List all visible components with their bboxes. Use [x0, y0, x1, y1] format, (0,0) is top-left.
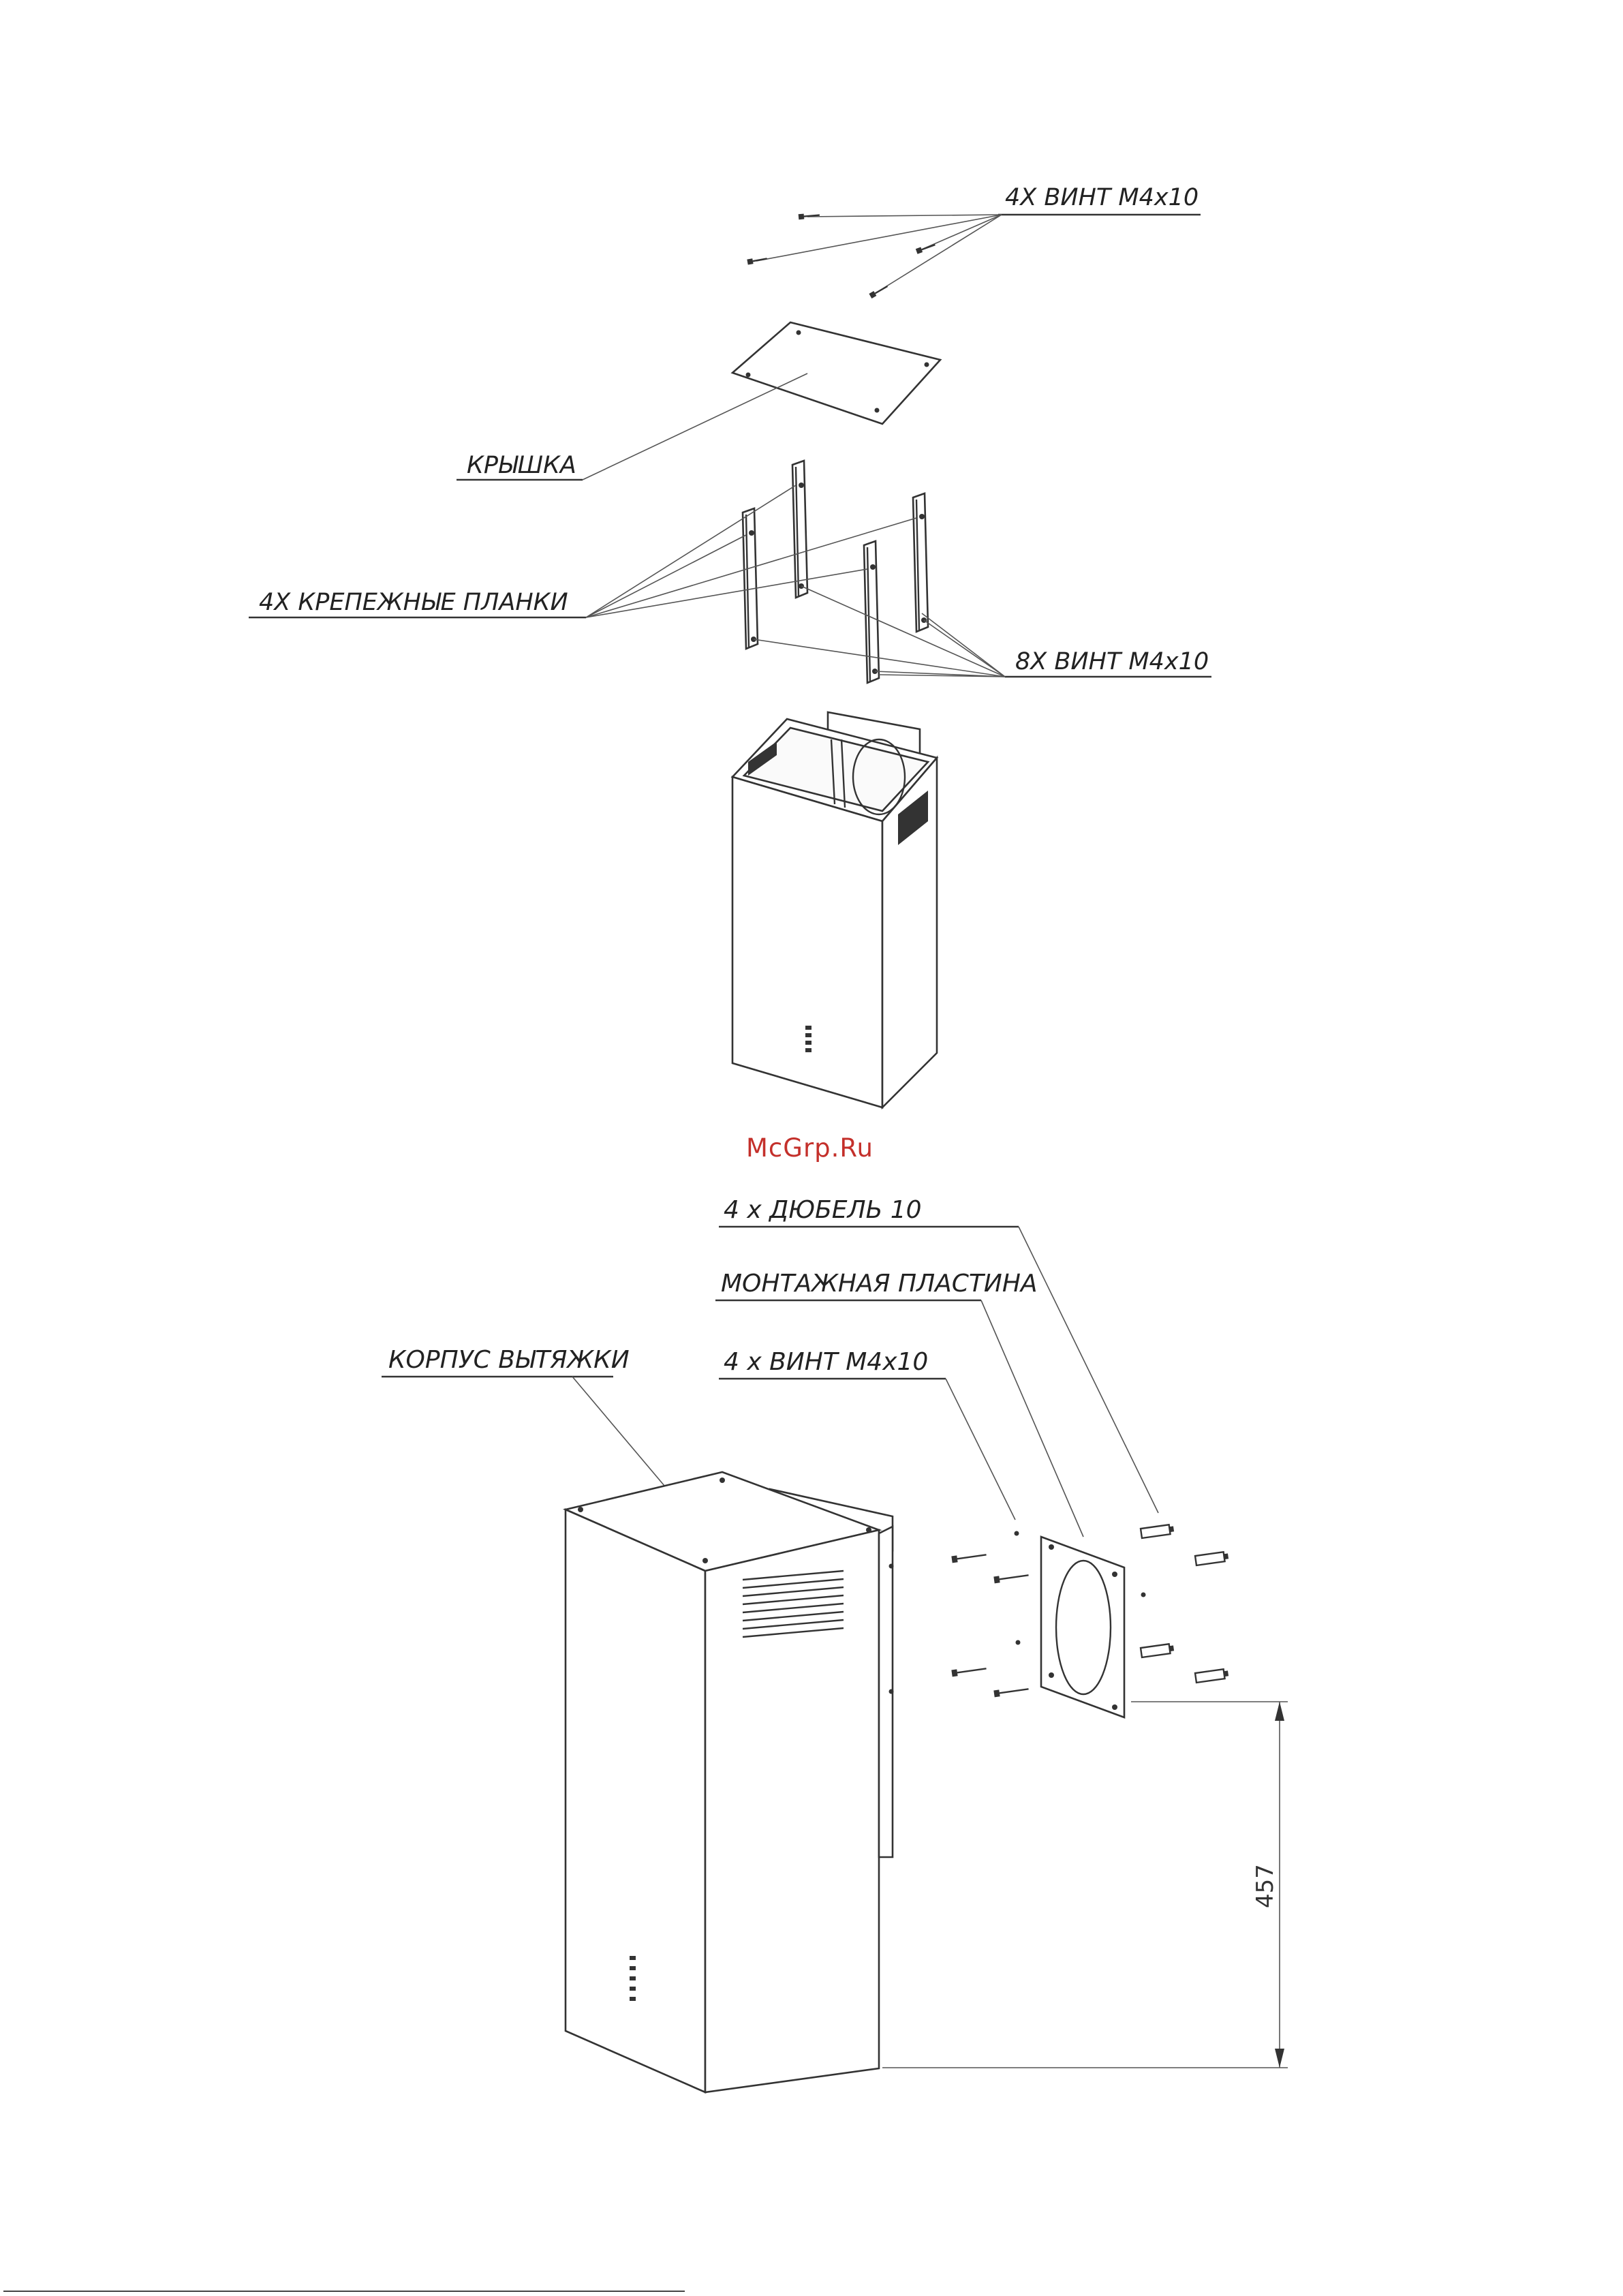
leader-line-hood-body [572, 1377, 664, 1486]
bracket-4 [864, 541, 879, 683]
leader-line-cover [583, 373, 807, 480]
label-screws-top: 4X ВИНТ М4x10 [1005, 184, 1199, 211]
top-assembly: 4X ВИНТ М4x10 КРЫШКА [249, 184, 1211, 1107]
bracket-2 [743, 508, 758, 649]
dimension-label: 457 [1252, 1864, 1279, 1908]
leader-line-mounting-plate [981, 1300, 1083, 1537]
label-mounting-plate: МОНТАЖНАЯ ПЛАСТИНА [721, 1270, 1038, 1298]
leader-lines-screws-top [756, 215, 1002, 293]
bottom-assembly: 4 x ДЮБЕЛЬ 10 МОНТАЖНАЯ ПЛАСТИНА 4 x ВИН… [382, 1196, 1288, 2092]
label-dowels: 4 x ДЮБЕЛЬ 10 [724, 1196, 922, 1224]
cover-plate [732, 322, 940, 424]
screw-icons-top [747, 213, 936, 299]
hood-body [566, 1472, 894, 2092]
screws-bottom [951, 1531, 1029, 1698]
bracket-3 [913, 493, 928, 632]
watermark: McGrp.Ru [746, 1133, 874, 1163]
label-screws-bottom: 4 x ВИНТ М4x10 [724, 1348, 928, 1376]
mounting-plate [1041, 1537, 1124, 1717]
bracket-1 [792, 461, 807, 598]
leader-line-dowels [1019, 1227, 1158, 1513]
label-brackets: 4X КРЕПЕЖНЫЕ ПЛАНКИ [259, 589, 568, 616]
dimension-457: 457 [882, 1702, 1288, 2068]
label-cover: КРЫШКА [467, 452, 576, 479]
chimney-housing [732, 712, 937, 1107]
mounting-brackets [743, 461, 928, 683]
dowels [1141, 1524, 1228, 1683]
label-screws-brackets: 8X ВИНТ М4x10 [1015, 648, 1209, 675]
leader-line-screws-bottom [946, 1379, 1015, 1520]
label-hood-body: КОРПУС ВЫТЯЖКИ [388, 1346, 630, 1374]
